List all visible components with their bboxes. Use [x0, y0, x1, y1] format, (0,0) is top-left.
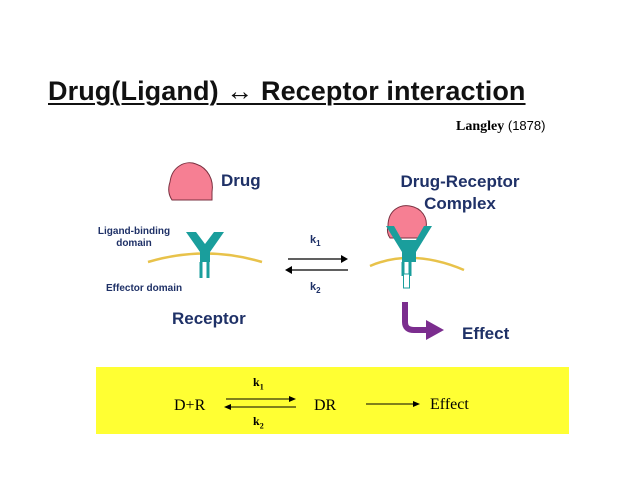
equation-k2-subscript: 2: [259, 421, 264, 431]
effector-domain-label: Effector domain: [106, 283, 183, 294]
k1-letter: k: [310, 234, 317, 246]
ligand-binding-label: Ligand-binding domain: [86, 226, 182, 250]
citation: Langley (1878): [456, 118, 545, 135]
complex-drug-shape: [386, 205, 427, 239]
equation-effect: Effect: [430, 396, 469, 413]
equation-reactants: D+R: [174, 397, 206, 414]
receptor-stem-right: [206, 262, 210, 278]
drug-label: Drug: [221, 171, 261, 190]
reverse-arrowhead: [285, 266, 292, 274]
ligand-binding-line1: Ligand-binding: [97, 226, 171, 237]
complex-label-line2: Complex: [424, 194, 496, 213]
complex-label-line1: Drug-Receptor: [400, 172, 520, 191]
equation-k1-subscript: 1: [259, 382, 264, 392]
complex-stem-core: [403, 273, 410, 289]
equation-k1-letter: k: [253, 375, 260, 389]
equation-k2-letter: k: [253, 414, 260, 428]
effect-arrow: [402, 302, 428, 333]
effect-arrowhead: [426, 320, 444, 340]
effect-label: Effect: [462, 324, 510, 343]
k2-letter: k: [310, 281, 317, 293]
k2-subscript: 2: [316, 286, 321, 296]
eq-forward-arrowhead: [289, 396, 296, 402]
k1-subscript: 1: [316, 239, 321, 249]
k2-label: k2: [310, 281, 321, 295]
page-title: Drug(Ligand) ↔ Receptor interaction: [48, 76, 526, 107]
equation-k1: k1: [253, 375, 264, 391]
ligand-binding-line2: domain: [116, 238, 152, 249]
receptor-stem-left: [199, 262, 203, 278]
receptor-shape: [186, 232, 224, 262]
citation-author: Langley: [456, 119, 505, 134]
complex-stem-right: [408, 262, 412, 276]
complex-label: Drug-Receptor Complex: [378, 171, 542, 215]
complex-stem-left: [401, 262, 405, 276]
k1-label: k1: [310, 234, 321, 248]
eq-reverse-arrowhead: [224, 404, 231, 410]
equation-k2: k2: [253, 414, 264, 430]
forward-arrowhead: [341, 255, 348, 263]
eq-effect-arrowhead: [413, 401, 420, 407]
drug-shape: [168, 162, 213, 201]
equation-complex: DR: [314, 397, 337, 414]
receptor-label: Receptor: [172, 309, 246, 328]
complex-receptor-shape: [386, 226, 432, 262]
citation-year: (1878): [507, 118, 546, 133]
title-text: Drug(Ligand) ↔ Receptor interaction: [48, 76, 526, 106]
equation-box: [96, 367, 569, 434]
